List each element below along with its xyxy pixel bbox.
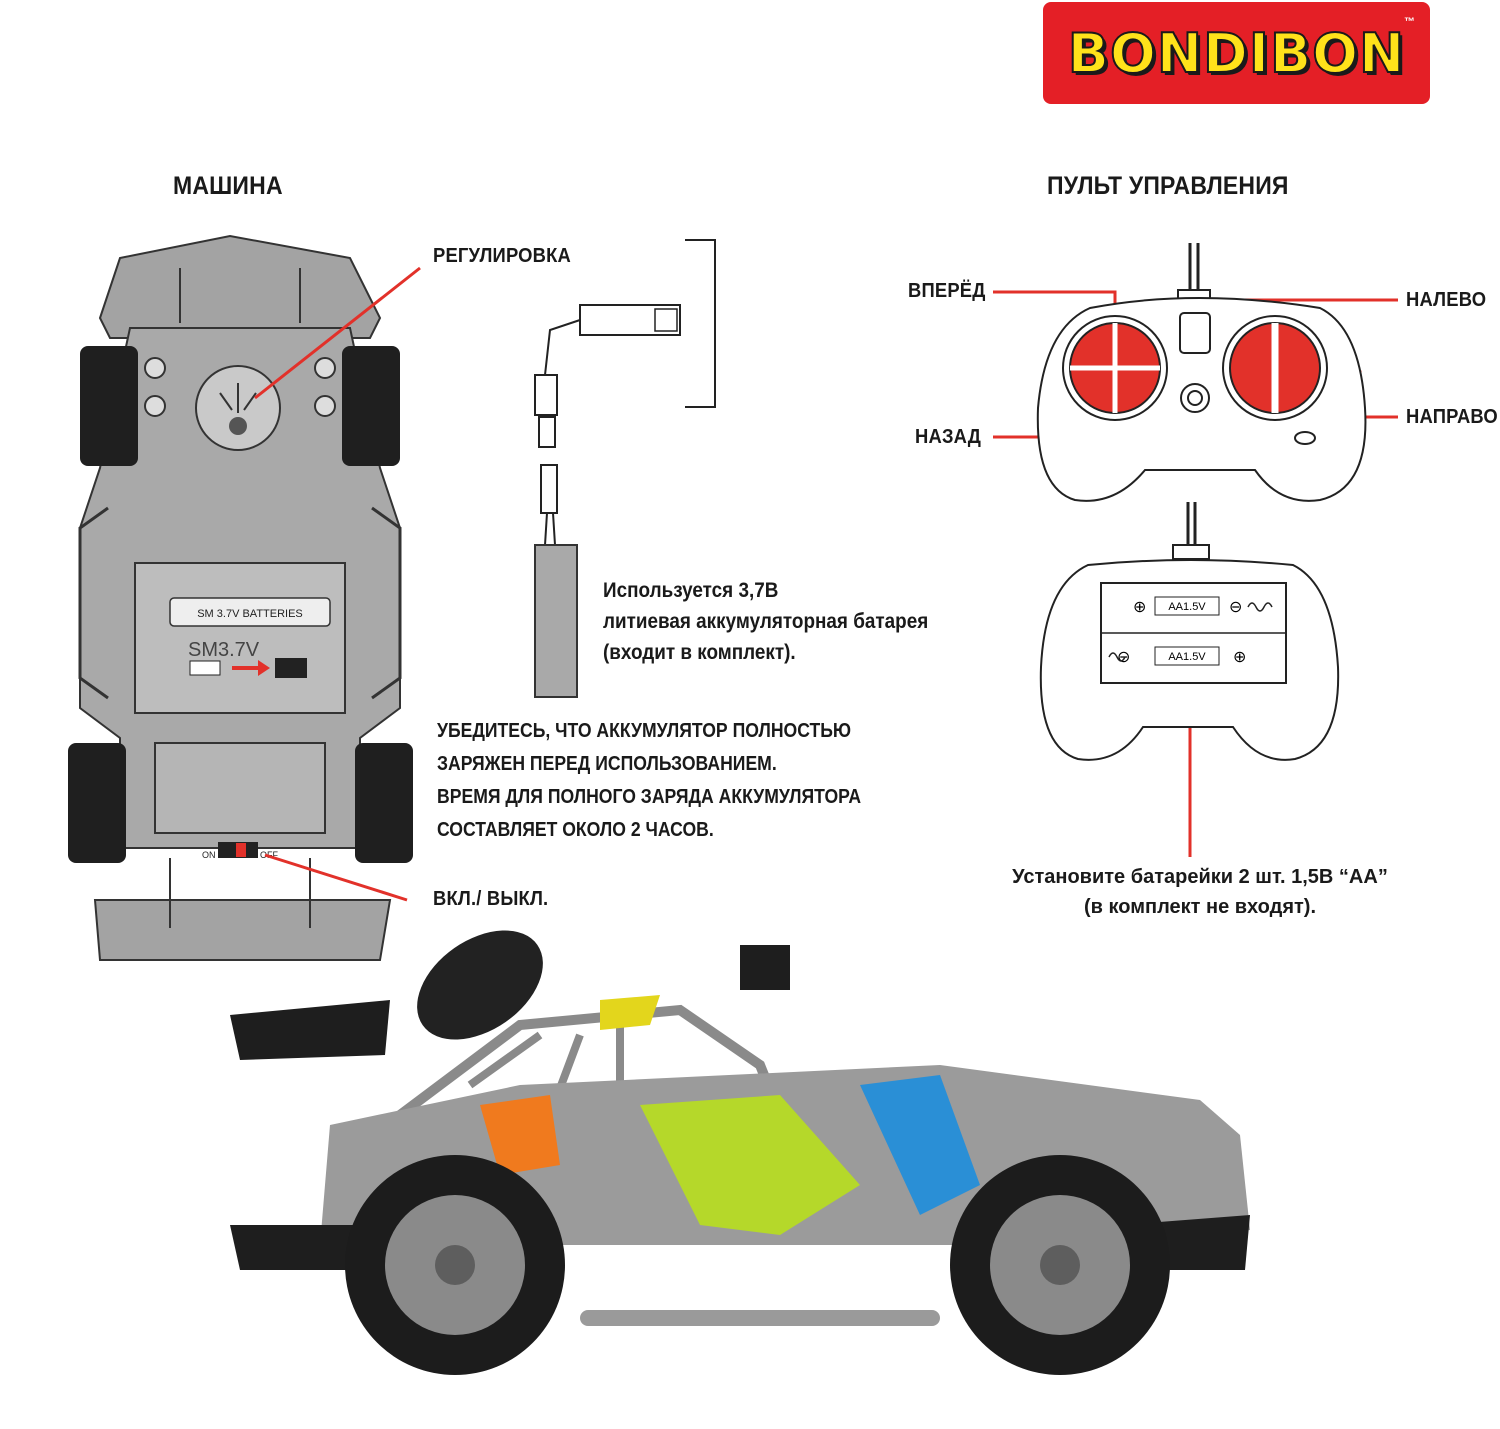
usb-charger-illustration (534, 239, 716, 698)
trademark-mark: ™ (1404, 16, 1415, 28)
label-adjust: РЕГУЛИРОВКА (433, 245, 572, 267)
rc-car-photo (230, 930, 1250, 1375)
charge-info-line: ЗАРЯЖЕН ПЕРЕД ИСПОЛЬЗОВАНИЕМ. (437, 753, 777, 775)
cell-label-bottom: AA1.5V (1168, 651, 1206, 663)
remote-front-view (1036, 243, 1367, 502)
remote-battery-note-line: Установите батарейки 2 шт. 1,5В “АА” (1012, 866, 1388, 888)
battery-model-text: SM3.7V (188, 639, 260, 661)
battery-info-line: (входит в комплект). (603, 641, 796, 664)
remote-battery-note: Установите батарейки 2 шт. 1,5В “АА” (в … (990, 862, 1410, 922)
remote-back-view: AA1.5V AA1.5V ⊕ ⊖ ⊖ ⊕ (1039, 502, 1340, 761)
charge-info: УБЕДИТЕСЬ, ЧТО АККУМУЛЯТОР ПОЛНОСТЬЮ ЗАР… (437, 715, 861, 847)
plus-sign-bottom: ⊕ (1233, 649, 1246, 666)
plus-sign-top: ⊕ (1133, 599, 1146, 616)
minus-sign-top: ⊖ (1229, 599, 1242, 616)
brand-logo: BONDIBON (1043, 2, 1430, 104)
label-right: НАПРАВО (1406, 406, 1498, 428)
remote-section-title: ПУЛЬТ УПРАВЛЕНИЯ (1047, 172, 1289, 200)
label-forward: ВПЕРЁД (908, 280, 986, 302)
battery-info: Используется 3,7В литиевая аккумуляторна… (603, 575, 928, 668)
label-left: НАЛЕВО (1406, 289, 1487, 311)
battery-sticker-text: SM 3.7V BATTERIES (197, 608, 303, 620)
charge-info-line: ВРЕМЯ ДЛЯ ПОЛНОГО ЗАРЯДА АККУМУЛЯТОРА (437, 786, 862, 808)
battery-info-line: Используется 3,7В (603, 579, 779, 602)
cell-label-top: AA1.5V (1168, 601, 1206, 613)
charge-info-line: СОСТАВЛЯЕТ ОКОЛО 2 ЧАСОВ. (437, 819, 714, 841)
minus-sign-bottom: ⊖ (1117, 649, 1130, 666)
remote-battery-note-line: (в комплект не входят). (1083, 896, 1317, 918)
charge-info-line: УБЕДИТЕСЬ, ЧТО АККУМУЛЯТОР ПОЛНОСТЬЮ (437, 720, 852, 742)
chassis-top-view: SM 3.7V BATTERIES SM3.7V ON OFF (68, 234, 413, 961)
label-power-switch: ВКЛ./ ВЫКЛ. (433, 888, 549, 910)
switch-on-text: ON (202, 850, 216, 860)
label-back: НАЗАД (915, 426, 982, 448)
brand-logo-text: BONDIBON (1067, 21, 1406, 86)
car-section-title: МАШИНА (173, 172, 283, 200)
battery-info-line: литиевая аккумуляторная батарея (603, 610, 929, 633)
